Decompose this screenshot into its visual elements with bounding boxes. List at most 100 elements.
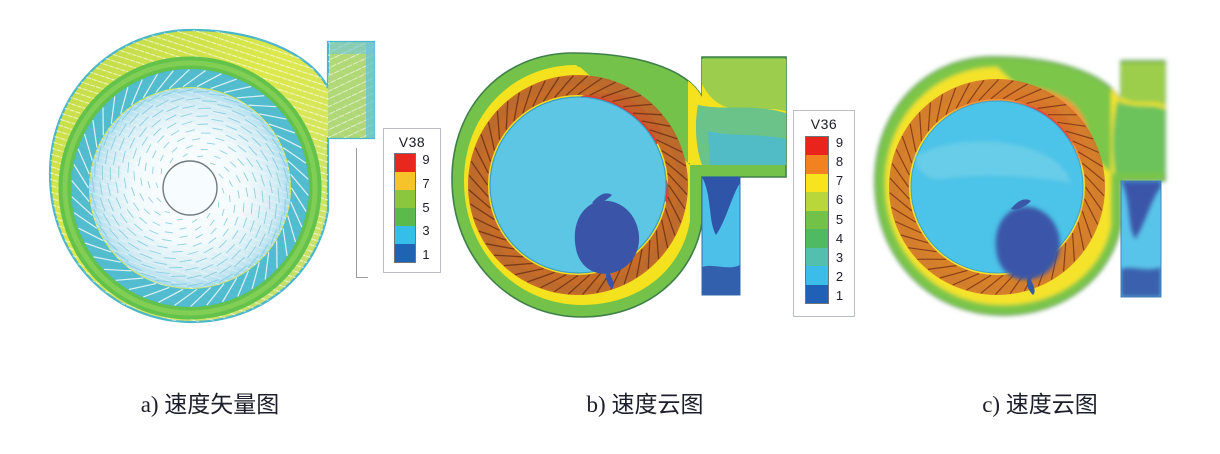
impeller-blade xyxy=(130,79,143,106)
velocity-vector xyxy=(139,193,145,201)
impeller-blade xyxy=(939,269,968,279)
legend-a-label-1: 7 xyxy=(422,175,430,191)
velocity-vector xyxy=(277,188,280,203)
velocity-vector xyxy=(233,204,236,214)
legend-a-swatch-5 xyxy=(395,244,416,262)
velocity-vector xyxy=(272,157,280,171)
velocity-vector xyxy=(111,118,120,133)
velocity-vector xyxy=(187,282,203,287)
caption-panel-c: c) 速度云图 xyxy=(982,392,1098,417)
velocity-vector xyxy=(129,137,136,149)
impeller-blade xyxy=(589,81,616,96)
velocity-vector xyxy=(139,127,148,138)
legend-c-label-1: 8 xyxy=(835,154,844,170)
velocity-vector xyxy=(219,265,232,274)
panel-c-discharge-duct xyxy=(1120,180,1162,298)
velocity-vector xyxy=(169,157,174,164)
impeller-blade xyxy=(290,201,303,228)
velocity-vector xyxy=(91,193,97,209)
panel-b-svg xyxy=(451,52,787,318)
impeller-blade xyxy=(264,252,270,280)
velocity-vector xyxy=(231,110,246,117)
impeller-blade xyxy=(1072,232,1075,262)
panel-b-velocity-contour-plot xyxy=(440,45,790,350)
velocity-vector xyxy=(213,155,221,159)
impeller-blade xyxy=(236,95,265,99)
velocity-vector xyxy=(93,209,102,224)
velocity-vector xyxy=(260,150,269,162)
impeller-blade xyxy=(1085,186,1103,211)
impeller-blade xyxy=(1057,121,1086,127)
velocity-vector xyxy=(140,272,156,279)
impeller-blade xyxy=(554,75,574,99)
velocity-vector xyxy=(218,240,227,249)
velocity-vector xyxy=(147,181,151,189)
impeller-blade xyxy=(478,230,507,241)
panel-a-svg xyxy=(48,28,376,324)
impeller-blade xyxy=(1026,95,1055,105)
velocity-vector xyxy=(170,97,185,103)
velocity-vector xyxy=(155,279,171,283)
impeller-blade xyxy=(469,203,495,221)
velocity-vector xyxy=(98,224,109,238)
impeller-blade xyxy=(966,79,985,104)
impeller-blade xyxy=(93,256,121,263)
impeller-blade xyxy=(1077,222,1085,251)
velocity-vector xyxy=(225,134,236,141)
impeller-blade xyxy=(612,94,642,103)
legend-a-label-3: 3 xyxy=(422,223,430,239)
velocity-vector xyxy=(208,237,217,244)
velocity-vector xyxy=(102,213,111,227)
velocity-vector xyxy=(133,99,146,111)
velocity-vector xyxy=(139,217,148,224)
impeller-blade xyxy=(664,208,676,236)
velocity-vector xyxy=(266,164,273,178)
impeller-blade xyxy=(287,215,297,243)
velocity-vector xyxy=(156,197,162,203)
impeller-blade xyxy=(889,177,910,200)
velocity-vector xyxy=(237,158,245,166)
velocity-vector xyxy=(248,146,258,156)
velocity-vector xyxy=(118,229,129,240)
velocity-vector xyxy=(269,180,273,194)
velocity-vector xyxy=(257,205,261,218)
impeller-blade xyxy=(567,274,591,295)
velocity-vector xyxy=(126,227,137,237)
velocity-vector xyxy=(164,231,174,234)
velocity-vector xyxy=(115,197,122,209)
velocity-vector xyxy=(260,243,269,258)
velocity-vector xyxy=(162,239,172,242)
velocity-vector xyxy=(203,279,219,287)
velocity-vector xyxy=(206,142,216,145)
velocity-vector xyxy=(133,223,143,232)
impeller-blade xyxy=(656,139,683,153)
velocity-vector xyxy=(131,186,136,197)
impeller-blade xyxy=(1002,83,1028,100)
velocity-vector xyxy=(284,199,286,216)
impeller-blade xyxy=(667,172,688,196)
impeller-blade xyxy=(84,242,112,253)
impeller-blade xyxy=(290,173,309,196)
velocity-vector xyxy=(149,250,162,255)
impeller-blade xyxy=(128,283,157,291)
velocity-vector xyxy=(274,203,277,219)
legend-c-label-5: 4 xyxy=(835,230,844,246)
velocity-vector xyxy=(265,142,275,156)
velocity-vector xyxy=(209,162,216,166)
legend-c-label-2: 7 xyxy=(835,173,844,189)
impeller-blade xyxy=(142,73,159,99)
panel-c-velocity-contour-plot xyxy=(865,45,1215,350)
velocity-vector xyxy=(212,127,223,131)
impeller-blade xyxy=(978,79,1000,101)
velocity-vector xyxy=(119,213,128,224)
panel-b-discharge-duct xyxy=(701,176,741,296)
velocity-vector xyxy=(151,119,162,128)
impeller-blade xyxy=(496,110,501,140)
velocity-vector xyxy=(152,109,164,118)
velocity-vector xyxy=(163,141,170,149)
velocity-vector xyxy=(154,211,161,216)
legend-a-swatch-3 xyxy=(395,208,416,226)
velocity-vector xyxy=(128,254,142,262)
velocity-vector xyxy=(121,108,133,121)
impeller-blade xyxy=(468,174,489,198)
